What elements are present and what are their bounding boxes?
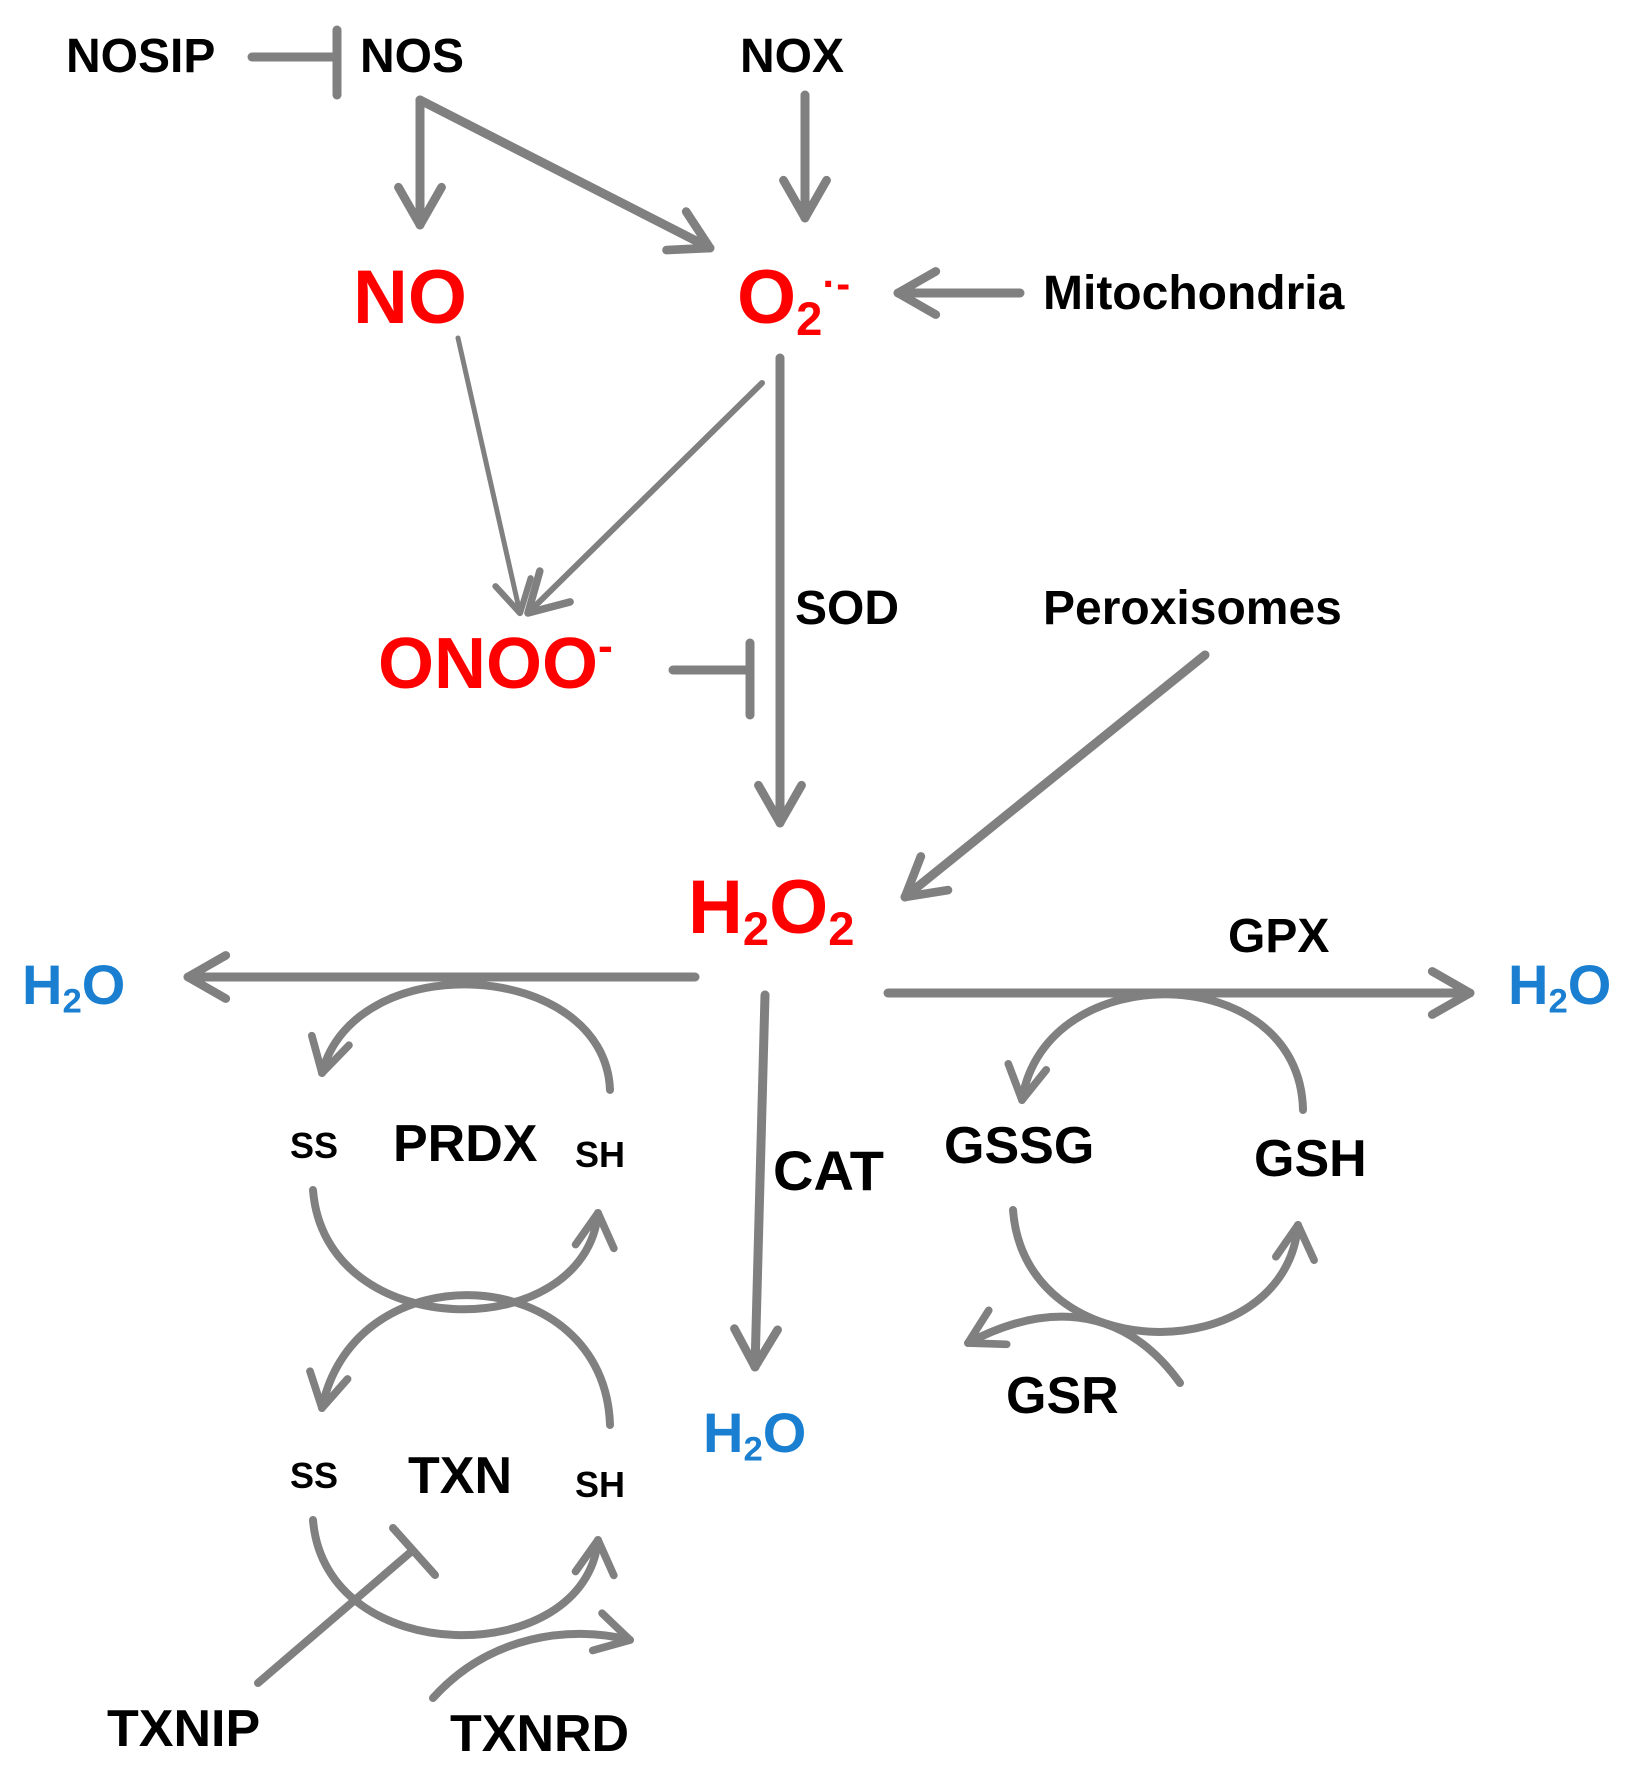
prdx-sh-label: SH — [575, 1134, 626, 1175]
peroxisomes-to-h2o2-arrow — [900, 650, 1210, 902]
gsr-arrow — [964, 1306, 1184, 1387]
h2o2-h: H — [688, 865, 743, 950]
mitochondria-label: Mitochondria — [1043, 267, 1345, 320]
nos-label: NOS — [360, 30, 465, 83]
txnip-inhibits-txn-edge — [254, 1547, 416, 1687]
txnrd-arrow — [429, 1609, 634, 1702]
nox-label: NOX — [740, 30, 845, 83]
water-bottom-o: O — [762, 1401, 807, 1464]
water-right-h: H — [1508, 953, 1549, 1016]
h2o2-subscript-1: 2 — [742, 901, 770, 955]
water-bottom-h: H — [703, 1401, 744, 1464]
prdx-ss-label: SS — [290, 1125, 339, 1166]
gpx-label: GPX — [1228, 910, 1330, 963]
peroxynitrite-main: ONOO — [378, 623, 599, 704]
water-right-label: H2O — [1508, 957, 1611, 1021]
gssg-label: GSSG — [944, 1117, 1095, 1175]
water-right-subscript: 2 — [1548, 982, 1568, 1021]
h2o2-to-water-bottom-arrow — [730, 990, 782, 1372]
txn-reduction-cycle-arrow — [309, 1516, 618, 1639]
h2o2-o: O — [769, 865, 829, 950]
water-left-subscript: 2 — [62, 982, 82, 1021]
superoxide-label: O2·- — [737, 260, 850, 342]
cat-label: CAT — [773, 1139, 884, 1202]
txn-ss-label: SS — [290, 1455, 339, 1496]
txn-oxidation-cycle-arrow — [306, 1291, 614, 1429]
superoxide-main: O — [737, 255, 797, 340]
txnip-label: TXNIP — [107, 1700, 261, 1758]
gpx-oxidation-cycle-arrow — [1004, 990, 1307, 1114]
water-left-label: H2O — [22, 957, 125, 1021]
gsr-label: GSR — [1006, 1367, 1119, 1425]
prdx-reduction-cycle-arrow — [309, 1186, 618, 1314]
water-left-o: O — [81, 953, 126, 1016]
peroxynitrite-label: ONOO- — [378, 622, 613, 700]
glutathione-reduction-cycle-arrow — [1009, 1206, 1318, 1336]
prdx-oxidation-cycle-arrow — [308, 980, 614, 1094]
superoxide-to-peroxynitrite-arrow — [524, 380, 765, 617]
txn-sh-label: SH — [575, 1464, 626, 1505]
water-bottom-subscript: 2 — [743, 1430, 763, 1469]
water-right-o: O — [1567, 953, 1612, 1016]
superoxide-subscript: 2 — [796, 291, 823, 345]
nitric-oxide-label: NO — [353, 255, 467, 340]
sod-label: SOD — [795, 582, 900, 635]
nos-to-superoxide-arrow — [415, 95, 715, 255]
prdx-label: PRDX — [393, 1115, 538, 1173]
hydrogen-peroxide-label: H2O2 — [688, 870, 854, 952]
peroxynitrite-superscript: - — [598, 622, 613, 671]
gsh-label: GSH — [1254, 1130, 1367, 1188]
superoxide-superscript: ·- — [822, 259, 851, 307]
txnip-inhibition-bar — [389, 1524, 439, 1579]
txn-label: TXN — [408, 1447, 512, 1505]
nosip-label: NOSIP — [66, 30, 216, 83]
h2o2-subscript-2: 2 — [828, 901, 855, 955]
txnrd-label: TXNRD — [450, 1705, 630, 1763]
water-left-h: H — [22, 953, 63, 1016]
no-to-peroxynitrite-arrow — [455, 335, 534, 617]
peroxisomes-label: Peroxisomes — [1043, 582, 1342, 635]
water-bottom-label: H2O — [703, 1405, 806, 1469]
